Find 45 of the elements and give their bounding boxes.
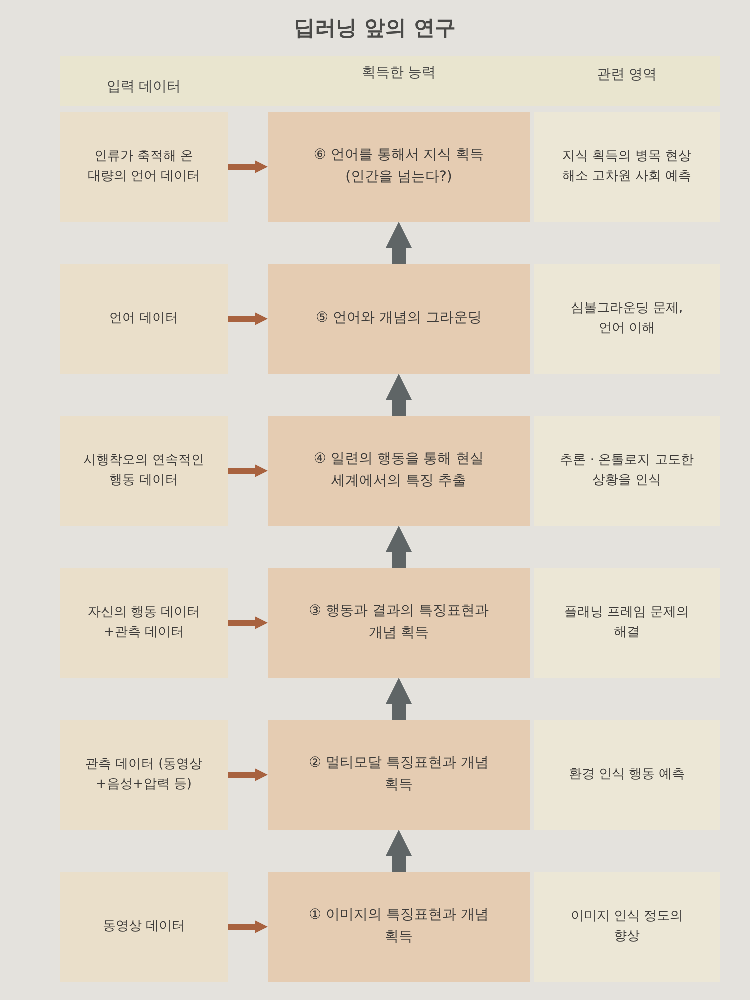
node-text: 환경 인식 행동 예측: [568, 766, 686, 784]
up-arrow: [386, 678, 412, 720]
input-data-panel: [60, 720, 228, 830]
node-text: ⑥ 언어를 통해서 지식 획득 (인간을 넘는다?): [312, 146, 486, 187]
node-text: 동영상 데이터: [102, 918, 186, 936]
node-text: 플래닝 프레임 문제의 해결: [563, 604, 691, 642]
ability-box: [268, 112, 530, 222]
node-text: 지식 획득의 병목 현상 해소 고차원 사회 예측: [561, 148, 693, 186]
column-heading: 관련 영역: [596, 66, 658, 84]
node-text: 인류가 축적해 온 대량의 언어 데이터: [86, 148, 202, 186]
up-arrow: [386, 830, 412, 872]
input-data-panel: [60, 568, 228, 678]
node-text: ⑤ 언어와 개념의 그라운딩: [316, 309, 482, 328]
ability-box: [268, 872, 530, 982]
node-text: ④ 일련의 행동을 통해 현실 세계에서의 특징 추출: [312, 450, 486, 491]
arrow: [228, 920, 268, 934]
up-arrow: [386, 526, 412, 568]
node-text: 추론 · 온톨로지 고도한 상황을 인식: [560, 452, 694, 490]
arrow: [228, 464, 268, 478]
arrow: [228, 312, 268, 326]
node-text: ① 이미지의 특징표현과 개념 획득: [308, 906, 490, 947]
input-data-panel: [60, 416, 228, 526]
column-heading: 입력 데이터: [106, 78, 182, 96]
up-arrow: [386, 374, 412, 416]
ability-box: [268, 264, 530, 374]
input-data-panel: [60, 112, 228, 222]
arrow: [228, 616, 268, 630]
node-text: 시행착오의 연속적인 행동 데이터: [82, 452, 206, 490]
node-text: 관측 데이터 (동영상+음성+압력 등): [84, 756, 204, 794]
diagram-title: 딥러닝 앞의 연구: [293, 15, 457, 42]
input-data-panel: [60, 872, 228, 982]
node-text: 자신의 행동 데이터 +관측 데이터: [86, 604, 202, 642]
node-text: 심볼그라운딩 문제, 언어 이해: [570, 300, 684, 338]
arrow: [228, 160, 268, 174]
input-data-panel: [60, 264, 228, 374]
arrow: [228, 768, 268, 782]
ability-box: [268, 568, 530, 678]
node-text: 언어 데이터: [109, 310, 179, 328]
up-arrow: [386, 222, 412, 264]
node-text: 이미지 인식 정도의 향상: [570, 908, 684, 946]
ability-box: [268, 416, 530, 526]
node-text: ③ 행동과 결과의 특징표현과 개념 획득: [308, 602, 490, 643]
column-heading: 획득한 능력: [360, 64, 438, 82]
node-text: ② 멀티모달 특징표현과 개념 획득: [308, 754, 490, 795]
ability-box: [268, 720, 530, 830]
